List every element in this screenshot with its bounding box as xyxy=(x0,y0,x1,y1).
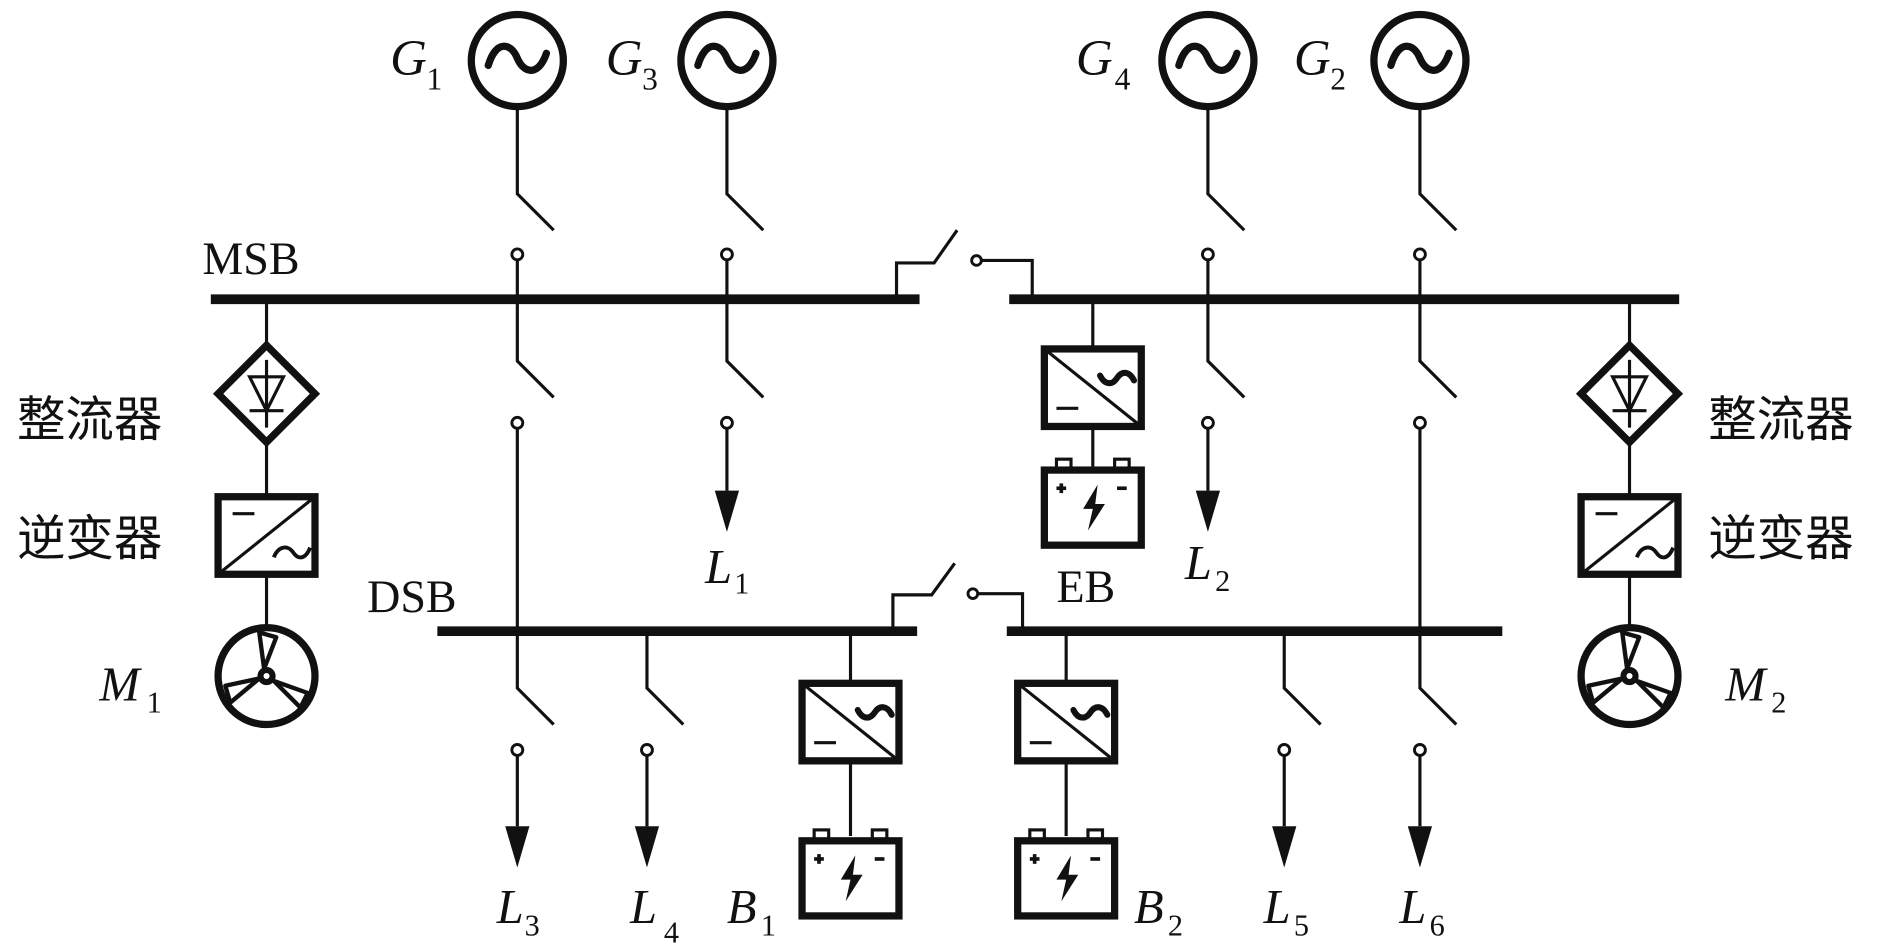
battery-b2-subscript: 2 xyxy=(1168,908,1183,942)
generator-icon xyxy=(471,15,563,107)
msb-tie-switch[interactable] xyxy=(894,229,1034,300)
msb-label: MSB xyxy=(202,233,299,284)
generator-icon xyxy=(681,15,773,107)
inverter-icon xyxy=(1581,497,1678,575)
eb-label: EB xyxy=(1056,561,1115,612)
generator-g1: G 1 xyxy=(390,15,563,300)
battery-icon xyxy=(802,830,899,916)
load-l2: L 2 xyxy=(1184,299,1246,598)
generator-icon xyxy=(1374,15,1466,107)
generator-g2-label: G xyxy=(1294,31,1331,87)
battery-icon xyxy=(1018,830,1115,916)
load-l3-label: L xyxy=(496,881,524,934)
load-l6: L 6 xyxy=(1398,631,1458,942)
load-l4-label: L xyxy=(629,881,657,934)
rectifier-right-label: 整流器 xyxy=(1708,392,1853,448)
load-l3-subscript: 3 xyxy=(525,908,540,942)
dc-ac-converter-icon xyxy=(1018,683,1115,761)
load-l1-subscript: 1 xyxy=(734,567,749,601)
load-arrow-icon xyxy=(634,826,660,868)
motor-m1-subscript: 1 xyxy=(147,685,162,719)
generator-g3-label: G xyxy=(606,31,643,87)
generator-g2-subscript: 2 xyxy=(1330,62,1346,97)
load-l4: L 4 xyxy=(629,631,685,945)
load-l5-label: L xyxy=(1263,881,1291,934)
battery-b2-unit: B 2 xyxy=(1018,631,1183,942)
battery-b2-label: B xyxy=(1134,881,1164,934)
dsb-label: DSB xyxy=(367,571,457,622)
motor-m2-label: M xyxy=(1724,658,1768,711)
msb-dsb-feeder xyxy=(510,299,555,632)
load-l6-subscript: 6 xyxy=(1430,908,1445,942)
dc-ac-converter-icon xyxy=(802,683,899,761)
load-l5-subscript: 5 xyxy=(1294,908,1309,942)
battery-b1-subscript: 1 xyxy=(761,908,776,942)
rectifier-icon xyxy=(218,345,315,442)
rectifier-left-label: 整流器 xyxy=(17,392,162,448)
generator-g4: G 4 xyxy=(1076,15,1254,300)
load-arrow-icon xyxy=(1407,826,1433,868)
load-l5: L 5 xyxy=(1263,631,1322,942)
generator-g3: G 3 xyxy=(606,15,773,300)
motor-m2-subscript: 2 xyxy=(1771,685,1786,719)
load-l1-label: L xyxy=(704,541,732,594)
load-l1: L 1 xyxy=(704,299,765,601)
load-arrow-icon xyxy=(1272,826,1297,868)
generator-g4-label: G xyxy=(1076,31,1113,87)
generator-g1-label: G xyxy=(390,31,427,87)
generator-icon xyxy=(1162,15,1254,107)
load-arrow-icon xyxy=(1195,490,1221,532)
load-l6-label: L xyxy=(1398,881,1426,934)
rectifier-icon xyxy=(1581,345,1678,442)
load-arrow-icon xyxy=(505,826,530,868)
battery-icon xyxy=(1044,459,1141,545)
load-l2-label: L xyxy=(1184,537,1212,590)
load-arrow-icon xyxy=(714,490,740,532)
msb-storage-unit xyxy=(1044,299,1141,545)
motor-icon xyxy=(1581,628,1678,725)
load-l3: L 3 xyxy=(496,631,555,942)
load-l2-subscript: 2 xyxy=(1215,564,1230,598)
generator-g4-subscript: 4 xyxy=(1115,62,1131,97)
propulsion-chain-right: 整流器 逆变器 M 2 xyxy=(1581,299,1854,724)
battery-b1-label: B xyxy=(727,881,757,934)
propulsion-chain-left: 整流器 逆变器 M 1 xyxy=(17,299,315,724)
generator-g2: G 2 xyxy=(1294,15,1466,300)
generator-g1-subscript: 1 xyxy=(426,62,442,97)
dc-ac-converter-icon xyxy=(1044,349,1141,427)
battery-b1-unit: B 1 xyxy=(727,631,899,942)
inverter-right-label: 逆变器 xyxy=(1708,511,1853,567)
inverter-left-label: 逆变器 xyxy=(17,511,162,567)
inverter-icon xyxy=(218,497,315,575)
generator-g3-subscript: 3 xyxy=(642,62,658,97)
motor-icon xyxy=(218,628,315,725)
motor-m1-label: M xyxy=(98,658,142,711)
msb-eb-feeder xyxy=(1413,299,1458,632)
dsb-eb-tie-switch[interactable] xyxy=(891,562,1025,632)
load-l4-subscript: 4 xyxy=(664,916,679,945)
